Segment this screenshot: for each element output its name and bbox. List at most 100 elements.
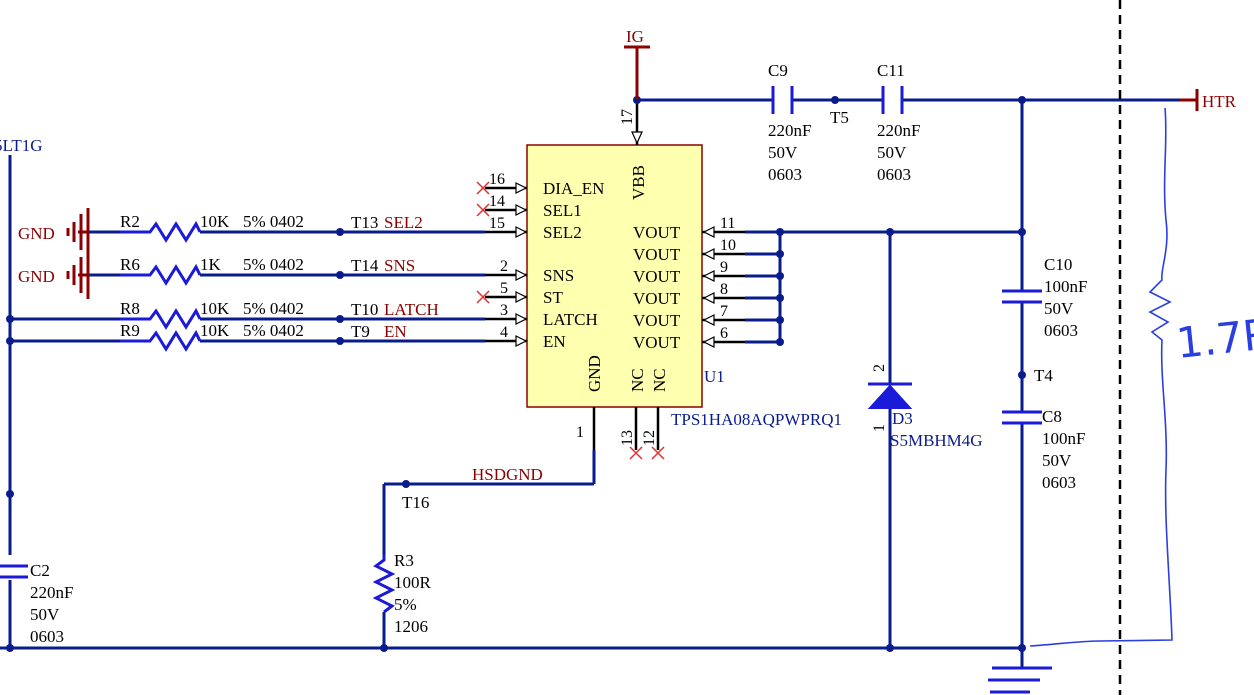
net-label-latch: LATCH (384, 300, 439, 319)
ic-pin-num-12: 12 (641, 430, 658, 446)
ic-pin-num-13: 13 (619, 430, 636, 446)
c2-value: 220nF (30, 583, 73, 602)
c2-voltage: 50V (30, 605, 60, 624)
d3-pin-cathode: 2 (871, 364, 888, 372)
c9-ref: C9 (768, 61, 788, 80)
r8-ref: R8 (120, 299, 140, 318)
r8-value: 10K (200, 299, 230, 318)
ic-part-number: TPS1HA08AQPWPRQ1 (671, 410, 842, 429)
capacitor-c10[interactable]: C10 100nF 50V 0603 (1002, 255, 1087, 340)
ic-pin-num-11: 11 (720, 215, 735, 232)
junction-dots (6, 96, 1026, 652)
c2-package: 0603 (30, 627, 64, 646)
ic-pin-name-vout-7: VOUT (633, 311, 681, 330)
c8-voltage: 50V (1042, 451, 1072, 470)
r2-spec: 5% 0402 (243, 212, 304, 231)
capacitor-c8[interactable]: C8 100nF 50V 0603 (1002, 407, 1085, 492)
ic-pin-name-sel2: SEL2 (543, 223, 582, 242)
r3-value: 100R (394, 573, 432, 592)
net-label-htr: HTR (1202, 92, 1237, 111)
c8-package: 0603 (1042, 473, 1076, 492)
ic-pin-num-16: 16 (489, 171, 505, 188)
ic-pin-name-vout-6: VOUT (633, 333, 681, 352)
ground-symbol-right (988, 666, 1052, 694)
net-label-en: EN (384, 322, 407, 341)
ic-pin-num-14: 14 (489, 193, 505, 210)
r6-value: 1K (200, 255, 222, 274)
testpoint-t10: T10 (351, 300, 378, 319)
resistor-r3[interactable]: R3 100R 5% 1206 (372, 551, 432, 636)
r3-ref: R3 (394, 551, 414, 570)
r9-ref: R9 (120, 321, 140, 340)
ic-body (526, 144, 703, 408)
c10-package: 0603 (1044, 321, 1078, 340)
net-label-ig: IG (626, 27, 644, 46)
c11-voltage: 50V (877, 143, 907, 162)
diode-d3[interactable]: 2 1 D3 S5MBHM4G (867, 364, 983, 450)
gnd-label-r6: GND (18, 267, 55, 286)
ic-designator: U1 (704, 367, 725, 386)
resistor-r8[interactable]: R8 10K 5% 0402 (120, 299, 304, 330)
ic-pin-name-gnd: GND (585, 355, 604, 392)
testpoint-t14: T14 (351, 256, 379, 275)
ic-left-pin-stubs (485, 182, 528, 347)
d3-pin-anode: 1 (871, 424, 888, 432)
c11-ref: C11 (877, 61, 905, 80)
c10-value: 100nF (1044, 277, 1087, 296)
ic-pin-name-nc-12: NC (650, 368, 669, 392)
r6-ref: R6 (120, 255, 140, 274)
c2-ref: C2 (30, 561, 50, 580)
r3-package: 1206 (394, 617, 428, 636)
ic-pin-num-6: 6 (720, 325, 728, 342)
ic-pin-num-10: 10 (720, 237, 736, 254)
capacitor-c2[interactable]: C2 220nF 50V 0603 (0, 561, 73, 646)
ic-pin-num-5: 5 (500, 280, 508, 297)
r9-value: 10K (200, 321, 230, 340)
ic-pin-name-en: EN (543, 332, 566, 351)
ic-pin-name-vout-10: VOUT (633, 245, 681, 264)
ic-pin-num-3: 3 (500, 302, 508, 319)
net-label-sns: SNS (384, 256, 415, 275)
testpoint-t16: T16 (402, 493, 429, 512)
capacitor-c11[interactable]: C11 220nF 50V 0603 (877, 61, 920, 184)
r9-spec: 5% 0402 (243, 321, 304, 340)
gnd-label-r2: GND (18, 224, 55, 243)
ic-pin-name-vout-8: VOUT (633, 289, 681, 308)
resistor-r2[interactable]: R2 10K 5% 0402 (120, 212, 304, 243)
ic-pin-name-vout-11: VOUT (633, 223, 681, 242)
c8-value: 100nF (1042, 429, 1085, 448)
ic-pin-name-sns: SNS (543, 266, 574, 285)
ic-pin-num-17: 17 (619, 109, 636, 125)
capacitor-c9[interactable]: C9 220nF 50V 0603 (768, 61, 811, 184)
ic-pin-name-vbb: VBB (629, 165, 648, 200)
c11-package: 0603 (877, 165, 911, 184)
resistor-r9[interactable]: R9 10K 5% 0402 (120, 321, 304, 352)
handwritten-resistance-note: 1.7R (1174, 309, 1254, 368)
c8-ref: C8 (1042, 407, 1062, 426)
power-port-ig: IG (624, 27, 650, 100)
d3-part: S5MBHM4G (890, 431, 983, 450)
r3-tolerance: 5% (394, 595, 417, 614)
handwritten-heater-sketch: 1.7R (1029, 107, 1254, 647)
ic-pin-num-8: 8 (720, 281, 728, 298)
no-connect-markers (476, 181, 665, 460)
resistor-r6[interactable]: R6 1K 5% 0402 (120, 255, 304, 286)
ic-u1[interactable]: DIA_EN SEL1 SEL2 SNS ST LATCH EN VOUT VO… (485, 100, 842, 450)
net-label-hsdgnd: HSDGND (472, 465, 543, 484)
testpoint-t4: T4 (1034, 366, 1053, 385)
ic-pin-name-dia-en: DIA_EN (543, 179, 604, 198)
ic-right-pin-stubs (702, 226, 745, 348)
net-label-sel2: SEL2 (384, 213, 423, 232)
ic-pin-num-15: 15 (489, 215, 505, 232)
ic-pin-name-sel1: SEL1 (543, 201, 582, 220)
r2-ref: R2 (120, 212, 140, 231)
testpoint-t13: T13 (351, 213, 378, 232)
testpoint-t9: T9 (351, 322, 370, 341)
ic-pin-name-vout-9: VOUT (633, 267, 681, 286)
left-part-fragment: 5LT1G (0, 136, 43, 155)
gnd-symbol-r2: GND (18, 208, 90, 256)
power-port-htr: HTR (1180, 89, 1237, 111)
c11-value: 220nF (877, 121, 920, 140)
ic-pin-name-st: ST (543, 288, 563, 307)
